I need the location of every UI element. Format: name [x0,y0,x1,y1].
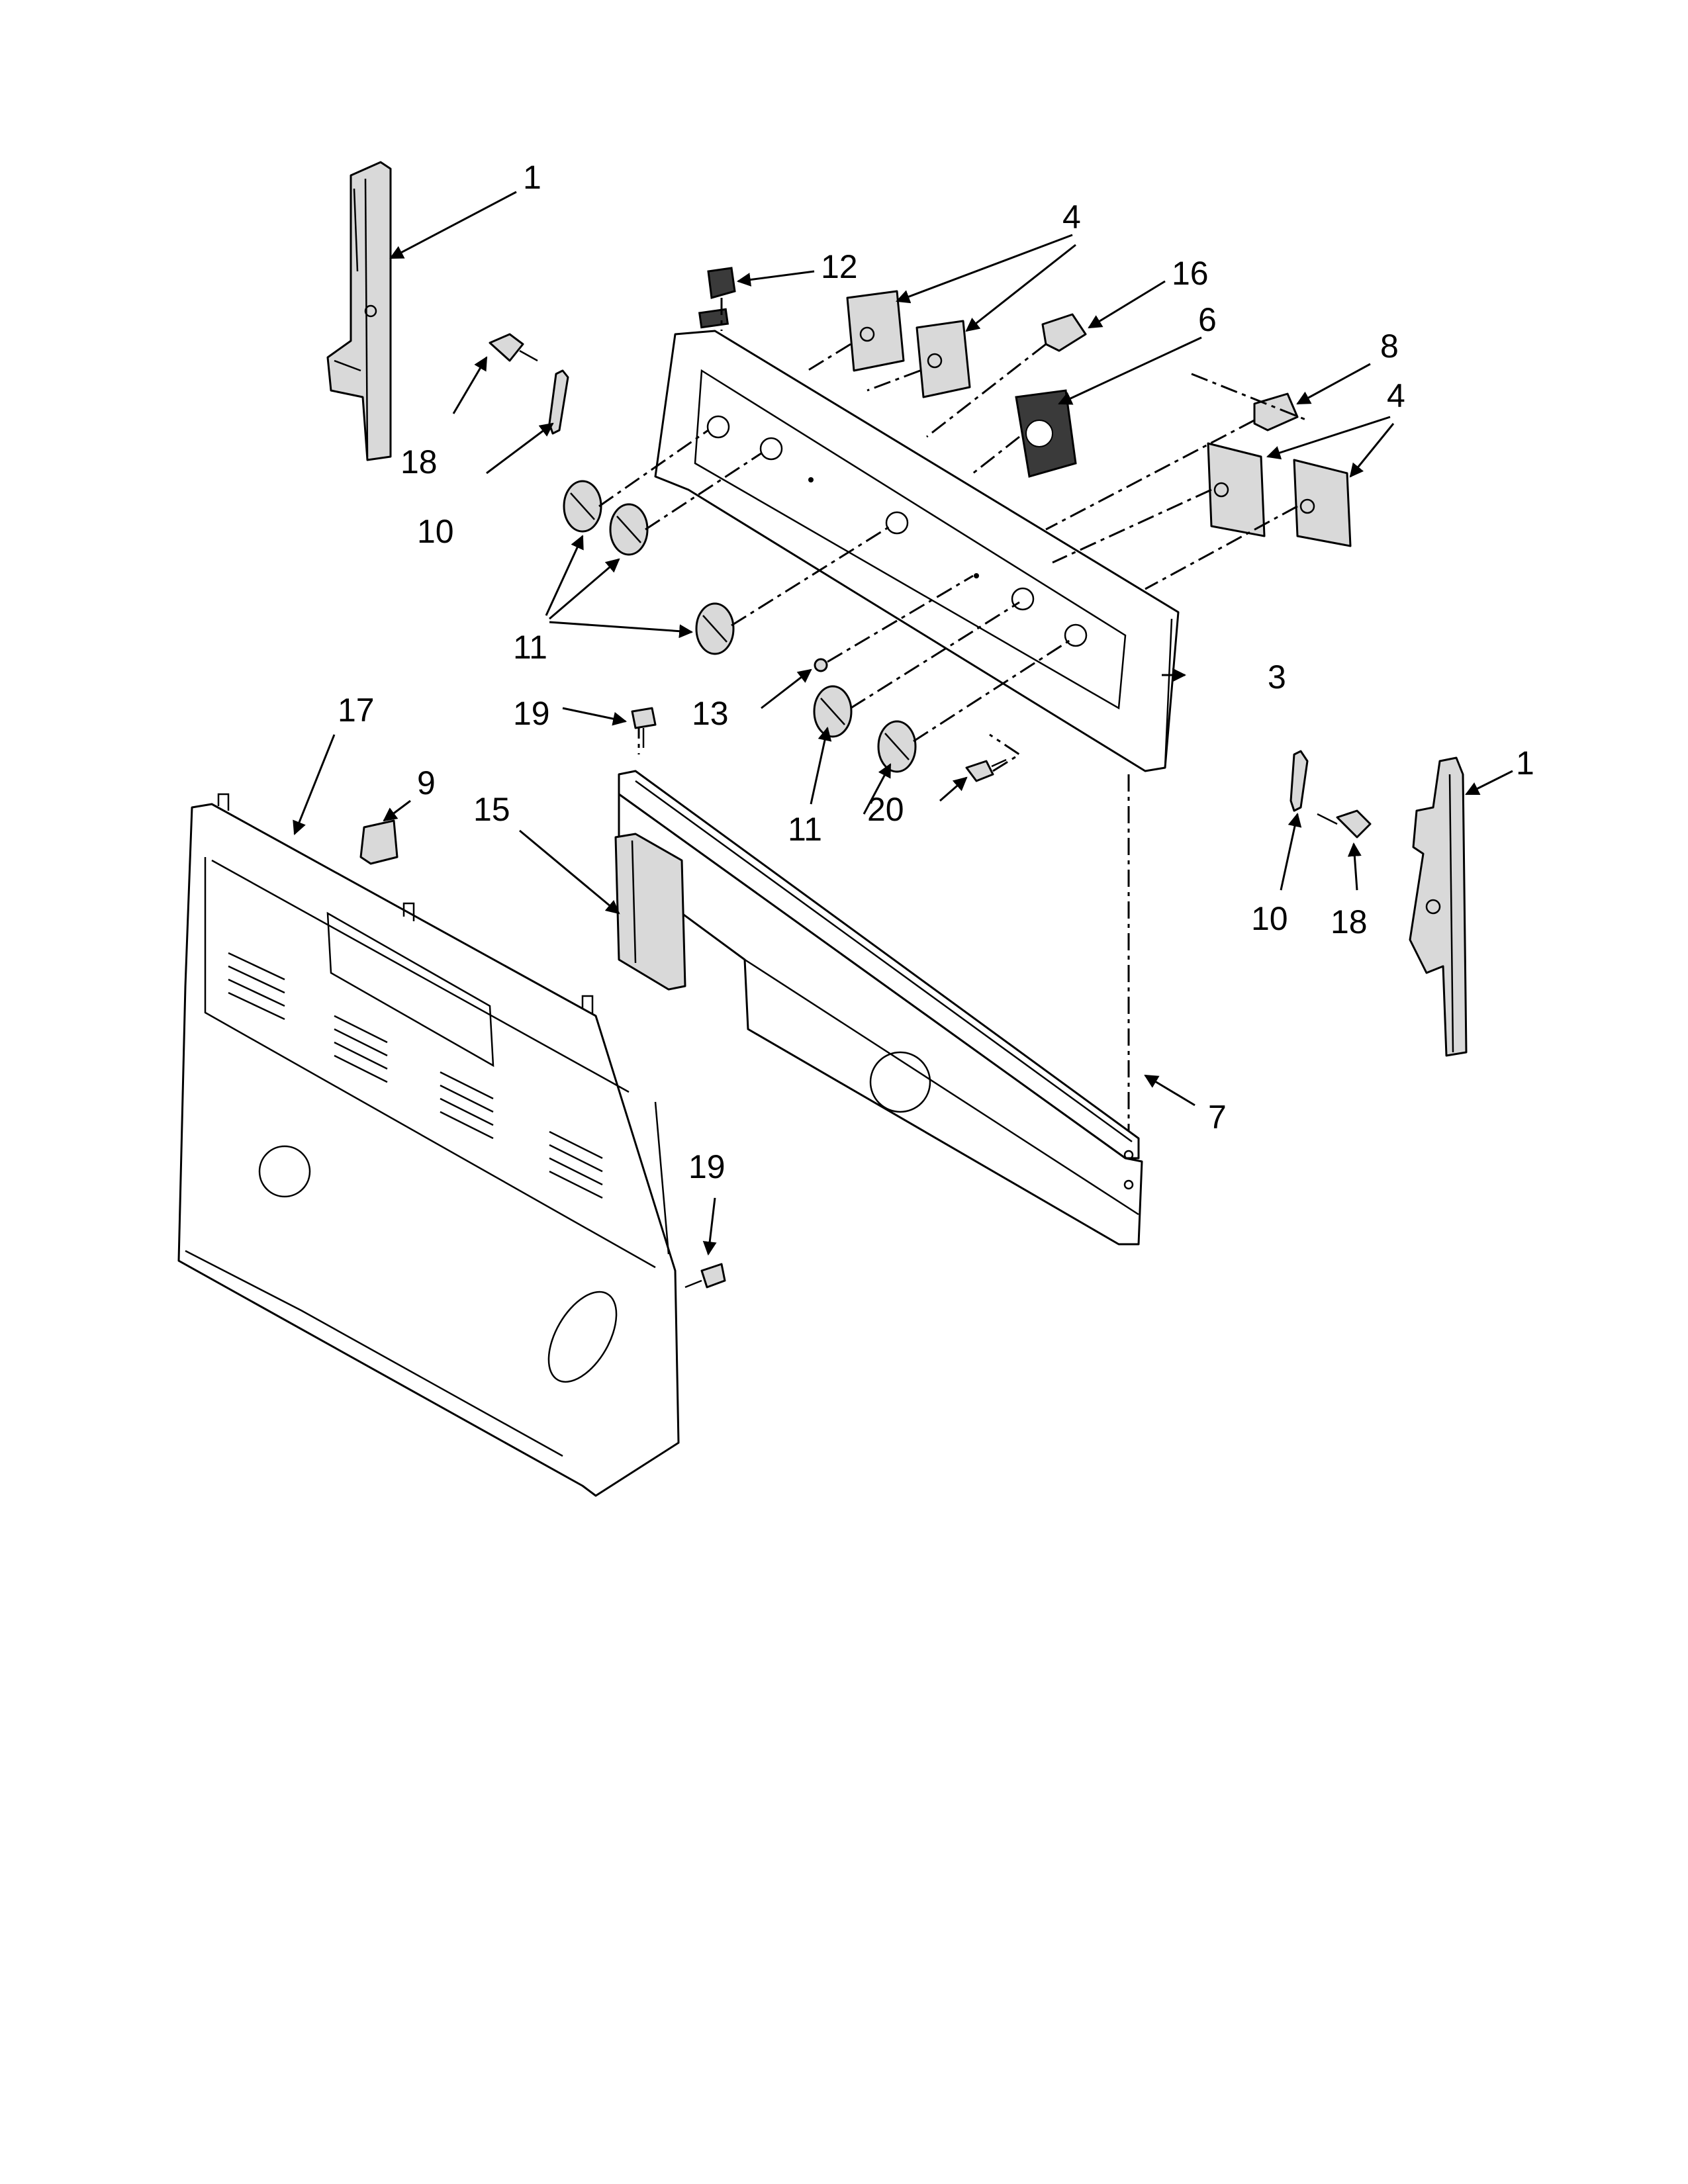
assembly-line [1191,373,1308,422]
callout-10-right: 10 [1251,900,1288,937]
callout-6: 6 [1198,301,1217,338]
relay-right [1253,392,1299,432]
screw-20 [965,758,1007,782]
assembly-line [867,369,921,392]
callout-7: 7 [1208,1099,1227,1136]
leader-lines [293,191,1513,1256]
control-panel [654,308,1180,772]
assembly-line [1052,488,1212,564]
assembly-line [1145,505,1298,590]
door-latch [359,819,399,865]
callout-19-lower: 19 [688,1148,726,1185]
light-switch [707,267,736,299]
callout-9: 9 [417,764,436,801]
screw-19-lower [684,1263,726,1289]
callout-labels: 1 1 3 4 4 6 7 8 9 10 10 11 11 11 12 13 1… [338,159,1534,1185]
callout-4-top: 4 [1062,199,1081,236]
callout-1-left: 1 [523,159,541,196]
knob-5 [877,720,917,773]
callout-1-right: 1 [1516,745,1534,782]
callout-10-left: 10 [417,513,454,550]
callout-4-right: 4 [1387,377,1405,414]
knob-3 [695,602,735,655]
infinite-switch-1 [846,290,905,372]
callout-16: 16 [1172,255,1209,292]
electronic-clock [1015,389,1077,478]
left-screw [489,333,538,362]
assembly-line [827,574,974,663]
infinite-switch-3 [1207,442,1266,537]
insulation-panel [614,833,686,991]
assembly-line [972,435,1020,475]
right-clip [1289,750,1309,812]
indicator-lens [814,658,828,672]
assembly-line [850,601,1020,709]
right-side-bracket [1409,756,1468,1057]
assembly-line [598,429,709,508]
infinite-switch-2 [915,320,971,398]
callout-20: 20 [867,791,904,828]
callout-8: 8 [1380,328,1399,365]
callout-12: 12 [821,248,858,285]
knob-1 [563,480,602,533]
callout-13: 13 [692,695,729,732]
callout-11-mid: 11 [788,811,822,848]
callout-18-right: 18 [1331,903,1368,940]
assembly-line [1045,419,1255,531]
mounting-bracket [618,770,1143,1246]
assembly-line [926,343,1047,438]
callout-18-left: 18 [400,443,438,480]
callout-11-left: 11 [513,629,547,666]
assembly-line [645,452,762,531]
infinite-switch-4 [1293,459,1352,547]
callout-3: 3 [1268,659,1286,696]
callout-15: 15 [473,791,510,828]
knob-4 [813,685,853,738]
callout-17: 17 [338,692,375,729]
knob-2 [609,503,649,556]
callout-19-upper: 19 [513,695,550,732]
right-screw [1317,809,1372,839]
assembly-line [989,733,1021,772]
back-panel [177,793,680,1497]
left-side-bracket [326,161,392,461]
assembly-line [807,343,851,372]
relay-top [1041,313,1087,352]
screw-19-upper [631,707,657,748]
